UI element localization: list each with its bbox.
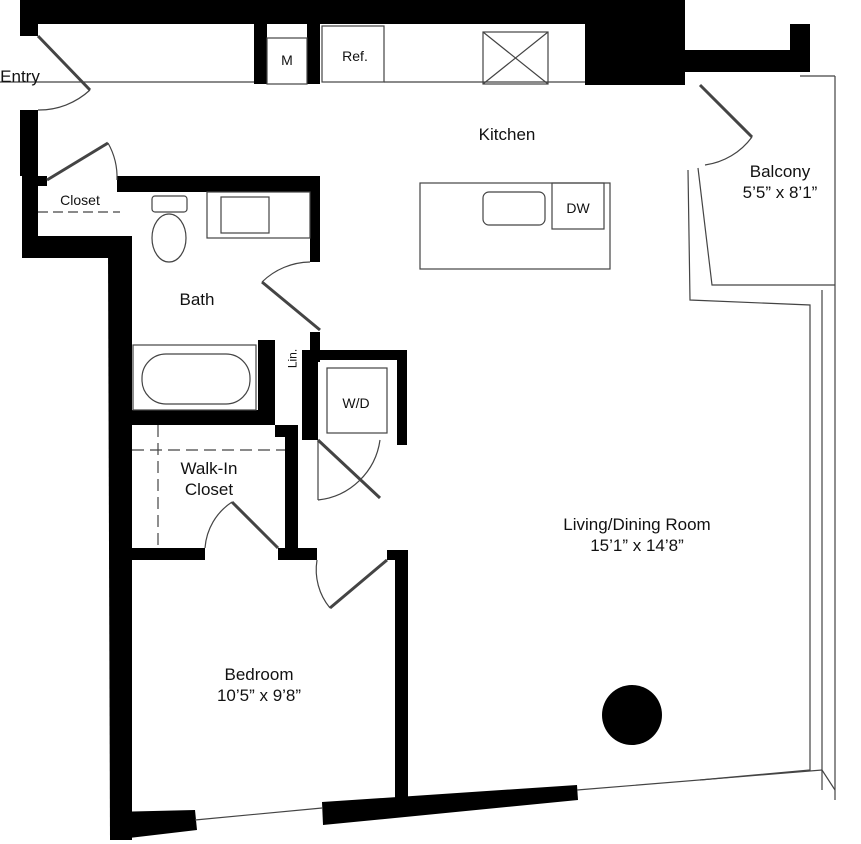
fixtures bbox=[0, 25, 836, 821]
bedroom-label: Bedroom bbox=[224, 665, 294, 684]
kitchen-label: Kitchen bbox=[478, 125, 536, 144]
entry-label: Entry bbox=[0, 67, 40, 86]
dishwasher-label: DW bbox=[566, 200, 590, 216]
bedroom-size: 10’5” x 9’8” bbox=[216, 686, 302, 705]
living-dining-size: 15’1” x 14’8” bbox=[590, 536, 684, 555]
balcony-label: Balcony bbox=[749, 162, 811, 181]
washer-dryer-label: W/D bbox=[342, 395, 370, 411]
bath-label: Bath bbox=[179, 290, 215, 309]
closet-label: Closet bbox=[60, 192, 100, 208]
microwave-label: M bbox=[281, 52, 293, 68]
walk-in-closet-label-1: Walk-In bbox=[180, 459, 238, 478]
linen-label: Lin. bbox=[285, 348, 300, 369]
walls bbox=[20, 0, 810, 840]
balcony-size: 5’5” x 8’1” bbox=[742, 183, 818, 202]
structural-column bbox=[602, 685, 662, 745]
living-dining-label: Living/Dining Room bbox=[563, 515, 711, 534]
walk-in-closet-label-2: Closet bbox=[184, 480, 234, 499]
refrigerator-label: Ref. bbox=[342, 48, 368, 64]
